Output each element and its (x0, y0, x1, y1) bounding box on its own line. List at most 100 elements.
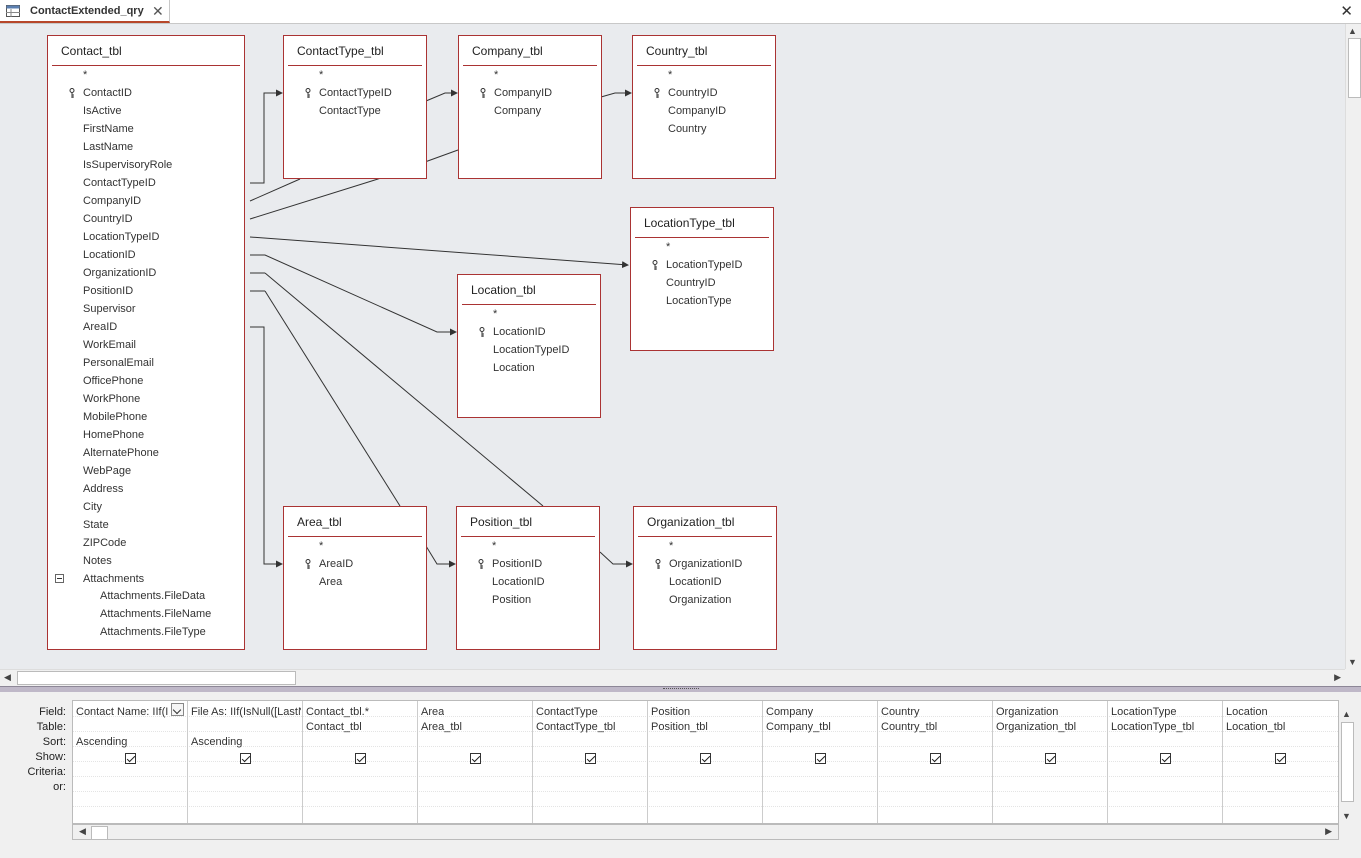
field-item[interactable]: * (83, 69, 88, 81)
show-checkbox[interactable] (815, 753, 826, 764)
field-item[interactable]: Notes (83, 555, 112, 567)
field-item[interactable]: Attachments.FileType (100, 626, 206, 638)
field-item[interactable]: WebPage (83, 465, 132, 477)
grid-column[interactable]: LocationType LocationType_tbl (1108, 701, 1223, 823)
field-item[interactable]: AlternatePhone (83, 447, 159, 459)
field-item[interactable]: City (83, 501, 102, 513)
field-item[interactable]: Attachments (83, 573, 145, 585)
grid-horizontal-scrollbar[interactable]: ◀ ▶ (72, 824, 1339, 840)
table-company[interactable]: Company_tbl * CompanyID Company (458, 35, 602, 179)
table-header[interactable]: Organization_tbl (634, 507, 776, 535)
scroll-down-icon[interactable]: ▼ (1348, 657, 1357, 667)
scroll-left-icon[interactable]: ◀ (79, 826, 86, 836)
table-contacttype[interactable]: ContactType_tbl * ContactTypeID ContactT… (283, 35, 427, 179)
show-checkbox[interactable] (125, 753, 136, 764)
field-item[interactable]: Attachments.FileData (100, 590, 206, 602)
grid-column[interactable]: Company Company_tbl (763, 701, 878, 823)
table-locationtype[interactable]: LocationType_tbl * LocationTypeID Countr… (630, 207, 774, 351)
field-item[interactable]: Attachments.FileName (100, 608, 212, 620)
table-header[interactable]: Country_tbl (633, 36, 775, 64)
field-item[interactable]: WorkEmail (83, 339, 136, 351)
table-position[interactable]: Position_tbl * PositionID LocationID Pos… (456, 506, 600, 650)
grid-column[interactable]: Position Position_tbl (648, 701, 763, 823)
field-cell[interactable]: File As: IIf(IsNull([LastN (191, 706, 301, 718)
design-horizontal-scrollbar[interactable]: ◀ ▶ (0, 669, 1345, 685)
scroll-thumb[interactable] (1341, 722, 1354, 802)
field-item[interactable]: Organization (669, 594, 732, 606)
table-cell[interactable]: Location_tbl (1226, 721, 1286, 733)
tab-contactextended-qry[interactable]: ContactExtended_qry ✕ (0, 0, 170, 23)
field-item[interactable]: LocationID (493, 326, 546, 338)
field-item[interactable]: * (668, 69, 673, 81)
scroll-thumb[interactable] (17, 671, 296, 685)
scroll-thumb[interactable] (91, 826, 108, 840)
field-cell[interactable]: LocationType (1111, 706, 1177, 718)
show-checkbox[interactable] (1160, 753, 1171, 764)
sort-cell[interactable]: Ascending (76, 736, 128, 748)
field-cell[interactable]: Position (651, 706, 691, 718)
field-item[interactable]: FirstName (83, 123, 134, 135)
scroll-right-icon[interactable]: ▶ (1334, 672, 1341, 682)
show-checkbox[interactable] (240, 753, 251, 764)
table-cell[interactable]: Company_tbl (766, 721, 831, 733)
field-item[interactable]: Position (492, 594, 532, 606)
field-item[interactable]: ZIPCode (83, 537, 127, 549)
field-item[interactable]: HomePhone (83, 429, 145, 441)
table-cell[interactable]: ContactType_tbl (536, 721, 616, 733)
field-item[interactable]: ContactID (83, 87, 132, 99)
field-item[interactable]: * (669, 540, 674, 552)
field-item[interactable]: PositionID (83, 285, 134, 297)
field-item[interactable]: PositionID (492, 558, 543, 570)
field-item[interactable]: ContactTypeID (319, 87, 392, 99)
field-item[interactable]: CompanyID (83, 195, 142, 207)
grid-column[interactable]: Country Country_tbl (878, 701, 993, 823)
scroll-left-icon[interactable]: ◀ (4, 672, 11, 682)
field-item[interactable]: CountryID (83, 213, 133, 225)
table-contact[interactable]: Contact_tbl * ContactID IsActive FirstNa… (47, 35, 245, 650)
field-item[interactable]: LocationID (83, 249, 136, 261)
table-header[interactable]: Area_tbl (284, 507, 426, 535)
field-item[interactable]: OfficePhone (83, 375, 144, 387)
grid-column[interactable]: ContactType ContactType_tbl (533, 701, 648, 823)
field-item[interactable]: OrganizationID (83, 267, 157, 279)
show-checkbox[interactable] (1275, 753, 1286, 764)
table-country[interactable]: Country_tbl * CountryID CompanyID Countr… (632, 35, 776, 179)
show-checkbox[interactable] (585, 753, 596, 764)
field-item[interactable]: * (494, 69, 499, 81)
field-item[interactable]: AreaID (83, 321, 118, 333)
table-header[interactable]: Location_tbl (458, 275, 600, 303)
field-item[interactable]: LastName (83, 141, 134, 153)
chevron-down-icon[interactable] (171, 703, 184, 716)
scroll-thumb[interactable] (1348, 38, 1361, 98)
table-area[interactable]: Area_tbl * AreaID Area (283, 506, 427, 650)
grid-column[interactable]: Organization Organization_tbl (993, 701, 1108, 823)
show-checkbox[interactable] (1045, 753, 1056, 764)
grid-vertical-scrollbar[interactable]: ▲ ▼ (1339, 708, 1355, 824)
show-checkbox[interactable] (700, 753, 711, 764)
table-header[interactable]: LocationType_tbl (631, 208, 773, 236)
field-item[interactable]: LocationTypeID (493, 344, 570, 356)
field-item[interactable]: Company (494, 105, 542, 117)
field-item[interactable]: WorkPhone (83, 393, 141, 405)
field-item[interactable]: Area (319, 576, 343, 588)
field-item[interactable]: LocationType (666, 295, 732, 307)
table-header[interactable]: Company_tbl (459, 36, 601, 64)
field-item[interactable]: * (319, 69, 324, 81)
field-item[interactable]: * (493, 308, 498, 320)
field-item[interactable]: IsSupervisoryRole (83, 159, 173, 171)
table-header[interactable]: Contact_tbl (48, 36, 244, 64)
field-cell[interactable]: Area (421, 706, 445, 718)
field-item[interactable]: * (666, 241, 671, 253)
field-item[interactable]: ContactType (319, 105, 381, 117)
field-cell[interactable]: Company (766, 706, 814, 718)
field-item[interactable]: CompanyID (494, 87, 553, 99)
field-item[interactable]: Supervisor (83, 303, 136, 315)
field-item[interactable]: LocationTypeID (83, 231, 160, 243)
table-cell[interactable]: Area_tbl (421, 721, 462, 733)
field-item[interactable]: IsActive (83, 105, 122, 117)
table-header[interactable]: ContactType_tbl (284, 36, 426, 64)
field-item[interactable]: Address (83, 483, 124, 495)
field-item[interactable]: LocationTypeID (666, 259, 743, 271)
field-item[interactable]: CountryID (668, 87, 718, 99)
field-item[interactable]: CountryID (666, 277, 716, 289)
